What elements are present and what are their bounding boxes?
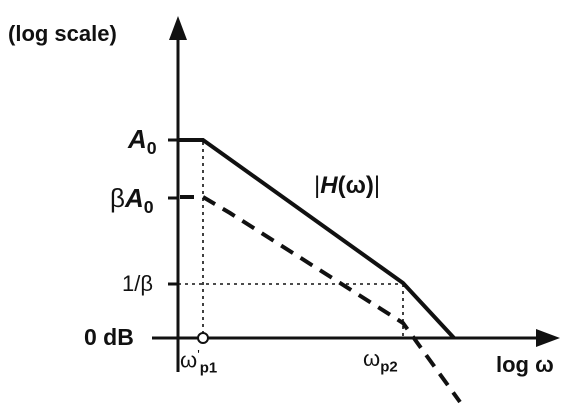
- curve-label-function: H: [320, 172, 338, 199]
- beta-a0-prefix: β: [110, 183, 125, 213]
- closed-loop-magnitude-curve: [180, 195, 462, 404]
- wp1-tick-label: ω'p1: [180, 348, 217, 377]
- wp1-subscript: p1: [199, 359, 218, 377]
- curve-label-left-bar: |: [314, 172, 321, 199]
- y-axis-arrowhead: [169, 16, 187, 40]
- curve-label: |H(ω)|: [314, 174, 380, 198]
- curve-label-argument: (ω): [337, 172, 374, 199]
- wp1-omega: ω: [180, 347, 198, 373]
- beta-a0-tick-label: βA0: [110, 185, 154, 217]
- a0-tick-label: A0: [128, 126, 157, 158]
- wp1-pole-marker: [197, 332, 209, 344]
- curve-label-right-bar: |: [373, 172, 381, 199]
- wp1-prime: ': [197, 347, 200, 362]
- one-over-beta-text: 1/β: [122, 271, 154, 296]
- wp2-tick-label: ωp2: [363, 348, 398, 375]
- a0-subscript: 0: [146, 138, 157, 159]
- a0-symbol: A: [128, 124, 147, 154]
- x-axis-label: log ω: [496, 352, 554, 377]
- zero-db-tick-label: 0 dB: [84, 324, 134, 350]
- x-axis-arrowhead: [536, 329, 560, 347]
- beta-a0-subscript: 0: [143, 197, 154, 218]
- one-over-beta-tick-label: 1/β: [122, 273, 153, 295]
- wp2-subscript: p2: [380, 358, 398, 376]
- wp2-omega: ω: [363, 346, 381, 371]
- beta-a0-symbol: A: [124, 183, 144, 213]
- y-axis-label: (log scale): [8, 21, 117, 46]
- open-loop-magnitude-curve: [178, 138, 456, 340]
